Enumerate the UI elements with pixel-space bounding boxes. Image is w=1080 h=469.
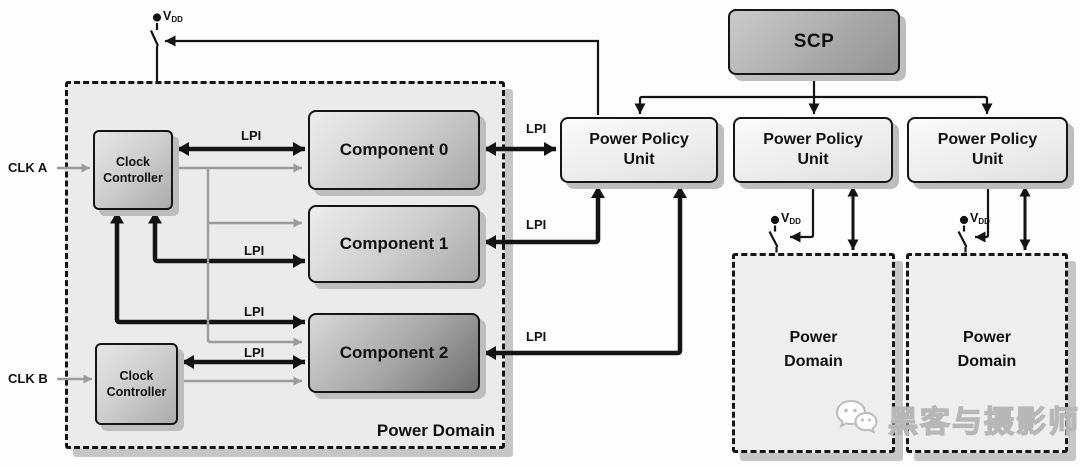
scp-label: SCP xyxy=(793,31,835,52)
lpi-label-ppu1-comp2: LPI xyxy=(526,329,547,344)
vdd-switch-ppu3 xyxy=(957,215,969,253)
right-power-domain-box-2 xyxy=(906,253,1068,453)
vdd-label-ppu2: VDD xyxy=(781,211,801,226)
watermark-text: 黑客与摄影师 xyxy=(887,405,1080,439)
component-1-box: Component 1 xyxy=(308,205,480,283)
wire-ppu3-to-vdd-switch xyxy=(975,184,990,243)
vdd-switch-ppu2 xyxy=(768,215,780,253)
ppu-3-label-2: Unit xyxy=(971,151,1004,168)
clock-controller-a-box: Clock Controller xyxy=(93,130,173,210)
right-power-domain-box-1 xyxy=(732,253,895,453)
component-0-box: Component 0 xyxy=(308,110,480,190)
clk-b-label: CLK B xyxy=(8,371,48,386)
watermark: 黑客与摄影师 xyxy=(834,397,1080,441)
rpd1-line2: Domain xyxy=(784,353,843,370)
wire-lpi-ppu1-comp1 xyxy=(484,186,605,249)
lpi-label-cc1-comp1: LPI xyxy=(244,243,265,258)
clock-controller-b-label-1: Clock xyxy=(119,368,154,383)
wire-ppu1-to-vdd-switch xyxy=(165,35,600,115)
lpi-label-cc1-comp0: LPI xyxy=(241,128,262,143)
scp-box: SCP xyxy=(728,9,900,75)
component-2-box: Component 2 xyxy=(308,313,480,393)
wire-clka-branch-comp2 xyxy=(206,168,302,347)
ppu-2-label-1: Power Policy xyxy=(763,130,863,148)
rpd2-line1: Power xyxy=(962,329,1011,346)
ppu-1-label-2: Unit xyxy=(623,151,655,168)
component-2-label: Component 2 xyxy=(339,343,449,362)
power-policy-unit-1-box: Power Policy Unit xyxy=(560,117,718,183)
clock-controller-a-label-1: Clock xyxy=(115,154,151,169)
vdd-label-ppu3: VDD xyxy=(970,211,990,226)
clock-controller-b-box: Clock Controller xyxy=(95,343,178,425)
lpi-label-ppu1-comp1: LPI xyxy=(526,217,547,232)
wechat-icon xyxy=(835,399,878,434)
vdd-switch-top-left xyxy=(149,13,162,81)
clock-controller-a-label-2: Controller xyxy=(103,171,163,185)
vdd-label-top-left: VDD xyxy=(163,9,183,24)
component-0-label: Component 0 xyxy=(339,140,449,159)
component-1-label: Component 1 xyxy=(339,234,449,253)
clk-a-label: CLK A xyxy=(8,160,48,175)
right-power-domain-1-label: Power Domain xyxy=(732,326,895,374)
ppu-3-label-1: Power Policy xyxy=(937,130,1038,148)
lpi-label-cc1-comp2: LPI xyxy=(244,304,265,319)
lpi-label-cc2-comp2: LPI xyxy=(244,345,265,360)
wire-lpi-ppu1-comp2 xyxy=(484,186,687,360)
wire-lpi-cc1-comp1 xyxy=(148,211,305,268)
right-power-domain-2-label: Power Domain xyxy=(906,326,1068,374)
ppu-1-label-1: Power Policy xyxy=(589,130,689,148)
wire-ppu2-to-vdd-switch xyxy=(790,184,815,243)
power-policy-unit-3-box: Power Policy Unit xyxy=(907,117,1068,183)
lpi-label-comp0-ppu1: LPI xyxy=(526,121,547,136)
rpd2-line2: Domain xyxy=(957,353,1017,370)
ppu-2-label-2: Unit xyxy=(797,151,829,168)
clock-controller-b-label-2: Controller xyxy=(106,385,167,399)
left-power-domain-label: Power Domain xyxy=(376,421,495,440)
rpd1-line1: Power xyxy=(789,329,838,346)
power-policy-unit-2-box: Power Policy Unit xyxy=(733,117,893,183)
wire-lpi-cc2-comp2-upper xyxy=(110,211,305,329)
